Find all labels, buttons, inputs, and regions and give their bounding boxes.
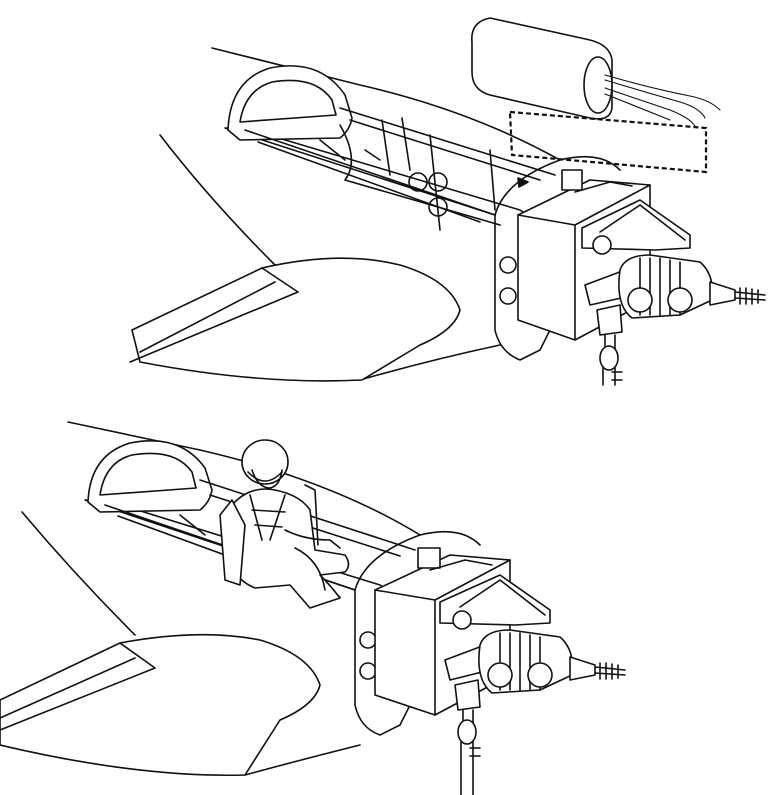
bottom-wing <box>0 633 321 777</box>
top-wing <box>129 257 461 382</box>
top-battery-pack <box>471 17 721 127</box>
bottom-pilot-figure <box>219 439 350 609</box>
bottom-panel <box>0 421 626 795</box>
top-placement-arrow <box>517 177 529 188</box>
top-landing-gear <box>599 345 623 386</box>
top-battery-outline <box>508 110 708 174</box>
bottom-landing-gear <box>457 719 481 795</box>
bottom-fuselage <box>21 421 421 776</box>
top-engine-assembly <box>517 169 766 356</box>
top-fuselage <box>159 47 561 381</box>
bottom-engine-assembly <box>374 547 626 729</box>
top-panel <box>129 17 766 386</box>
